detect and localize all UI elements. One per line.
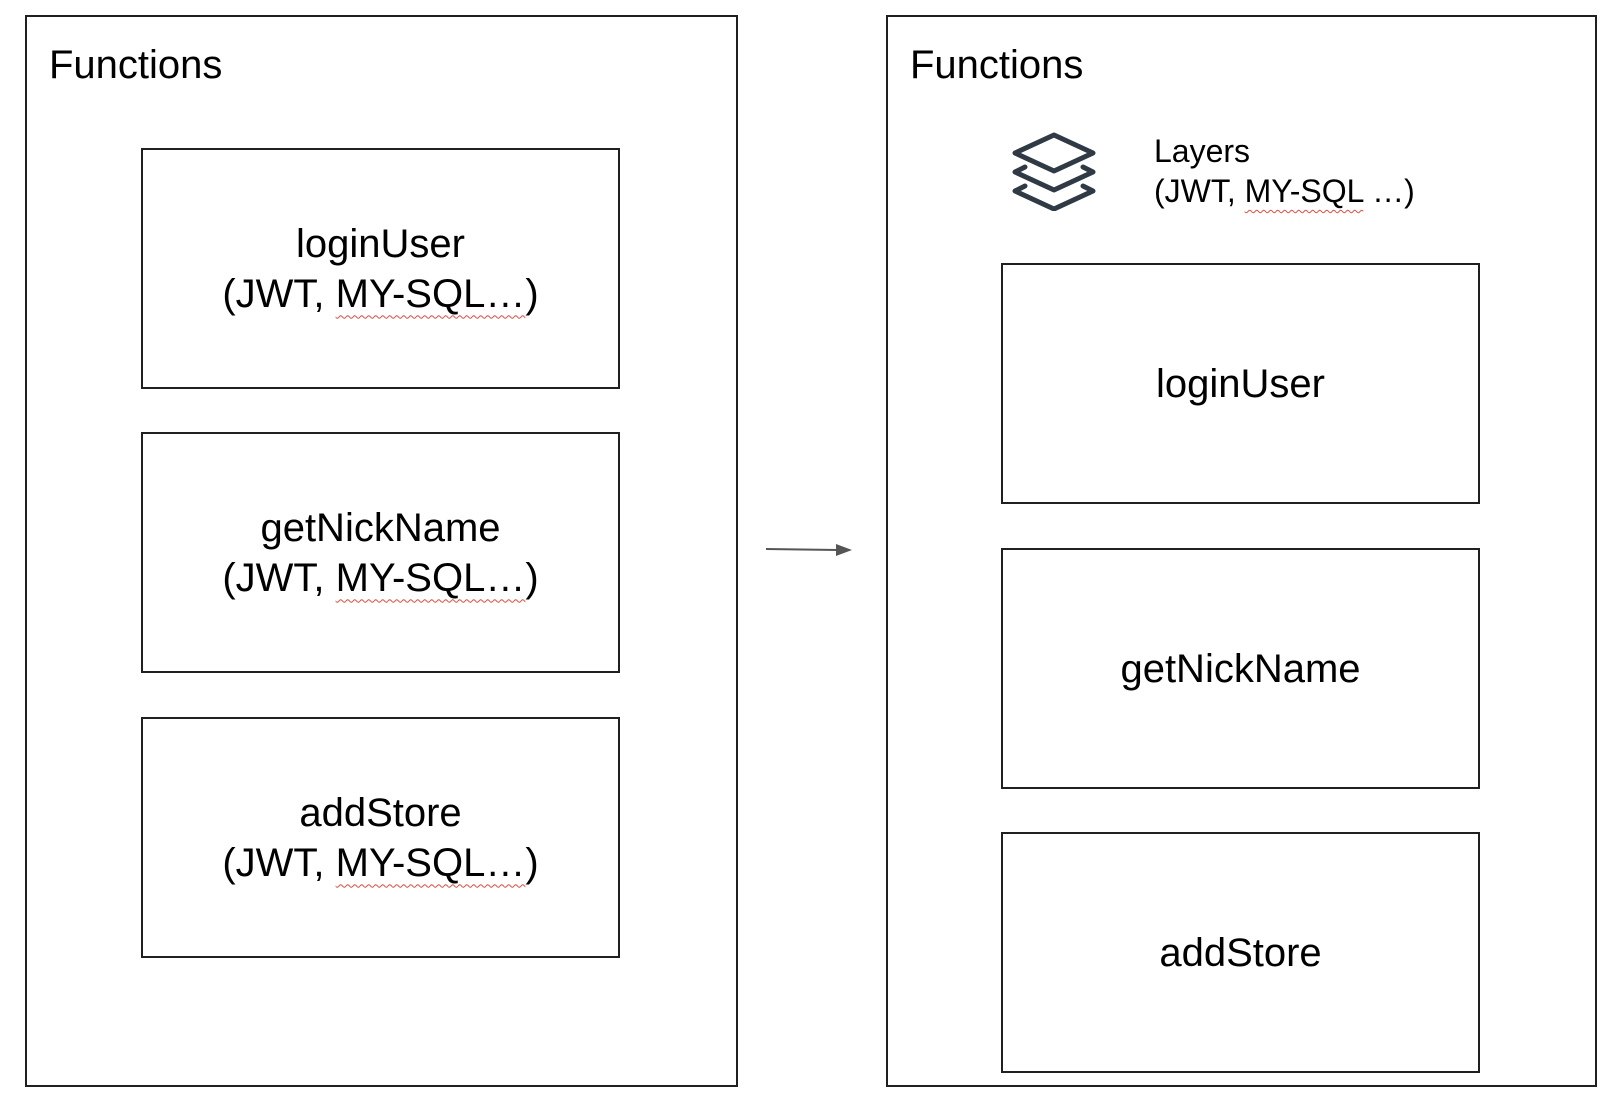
deps-flagged-word: MY-SQL… <box>335 840 526 885</box>
function-name: getNickName <box>1120 646 1361 691</box>
function-dependencies: (JWT, MY-SQL…) <box>222 269 538 319</box>
right-function-box-add-store: addStore <box>1001 832 1480 1073</box>
layers-label-title: Layers <box>1154 133 1251 169</box>
function-dependencies: (JWT, MY-SQL…) <box>222 838 538 888</box>
right-function-box-login-user: loginUser <box>1001 263 1480 504</box>
function-name: getNickName <box>260 505 501 550</box>
left-function-box-login-user: loginUser (JWT, MY-SQL…) <box>141 148 620 389</box>
layers-label-deps: (JWT, MY-SQL …) <box>1154 171 1415 211</box>
left-functions-panel: Functions loginUser (JWT, MY-SQL…) getNi… <box>25 15 738 1087</box>
left-function-box-add-store: addStore (JWT, MY-SQL…) <box>141 717 620 958</box>
function-name: addStore <box>1159 930 1322 975</box>
layers-deps-open: (JWT, <box>1154 173 1245 209</box>
layers-deps-flagged-word: MY-SQL <box>1244 173 1364 209</box>
deps-close: ) <box>525 271 539 316</box>
left-panel-title: Functions <box>49 43 223 87</box>
layers-icon <box>1012 132 1096 211</box>
deps-close: ) <box>525 555 539 600</box>
arrow-right-icon <box>766 544 852 556</box>
layers-label: Layers (JWT, MY-SQL …) <box>1154 131 1415 211</box>
deps-close: ) <box>525 840 539 885</box>
left-function-box-get-nick-name: getNickName (JWT, MY-SQL…) <box>141 432 620 673</box>
deps-flagged-word: MY-SQL… <box>335 555 526 600</box>
right-panel-title: Functions <box>910 43 1084 87</box>
function-name: loginUser <box>1156 361 1325 406</box>
deps-flagged-word: MY-SQL… <box>335 271 526 316</box>
deps-open: (JWT, <box>222 840 336 885</box>
deps-open: (JWT, <box>222 555 336 600</box>
layers-deps-close: …) <box>1363 173 1415 209</box>
function-name: addStore <box>299 790 462 835</box>
function-name: loginUser <box>296 221 465 266</box>
deps-open: (JWT, <box>222 271 336 316</box>
function-dependencies: (JWT, MY-SQL…) <box>222 553 538 603</box>
right-function-box-get-nick-name: getNickName <box>1001 548 1480 789</box>
right-functions-panel: Functions Layers (JWT, MY-SQL …) loginUs… <box>886 15 1597 1087</box>
